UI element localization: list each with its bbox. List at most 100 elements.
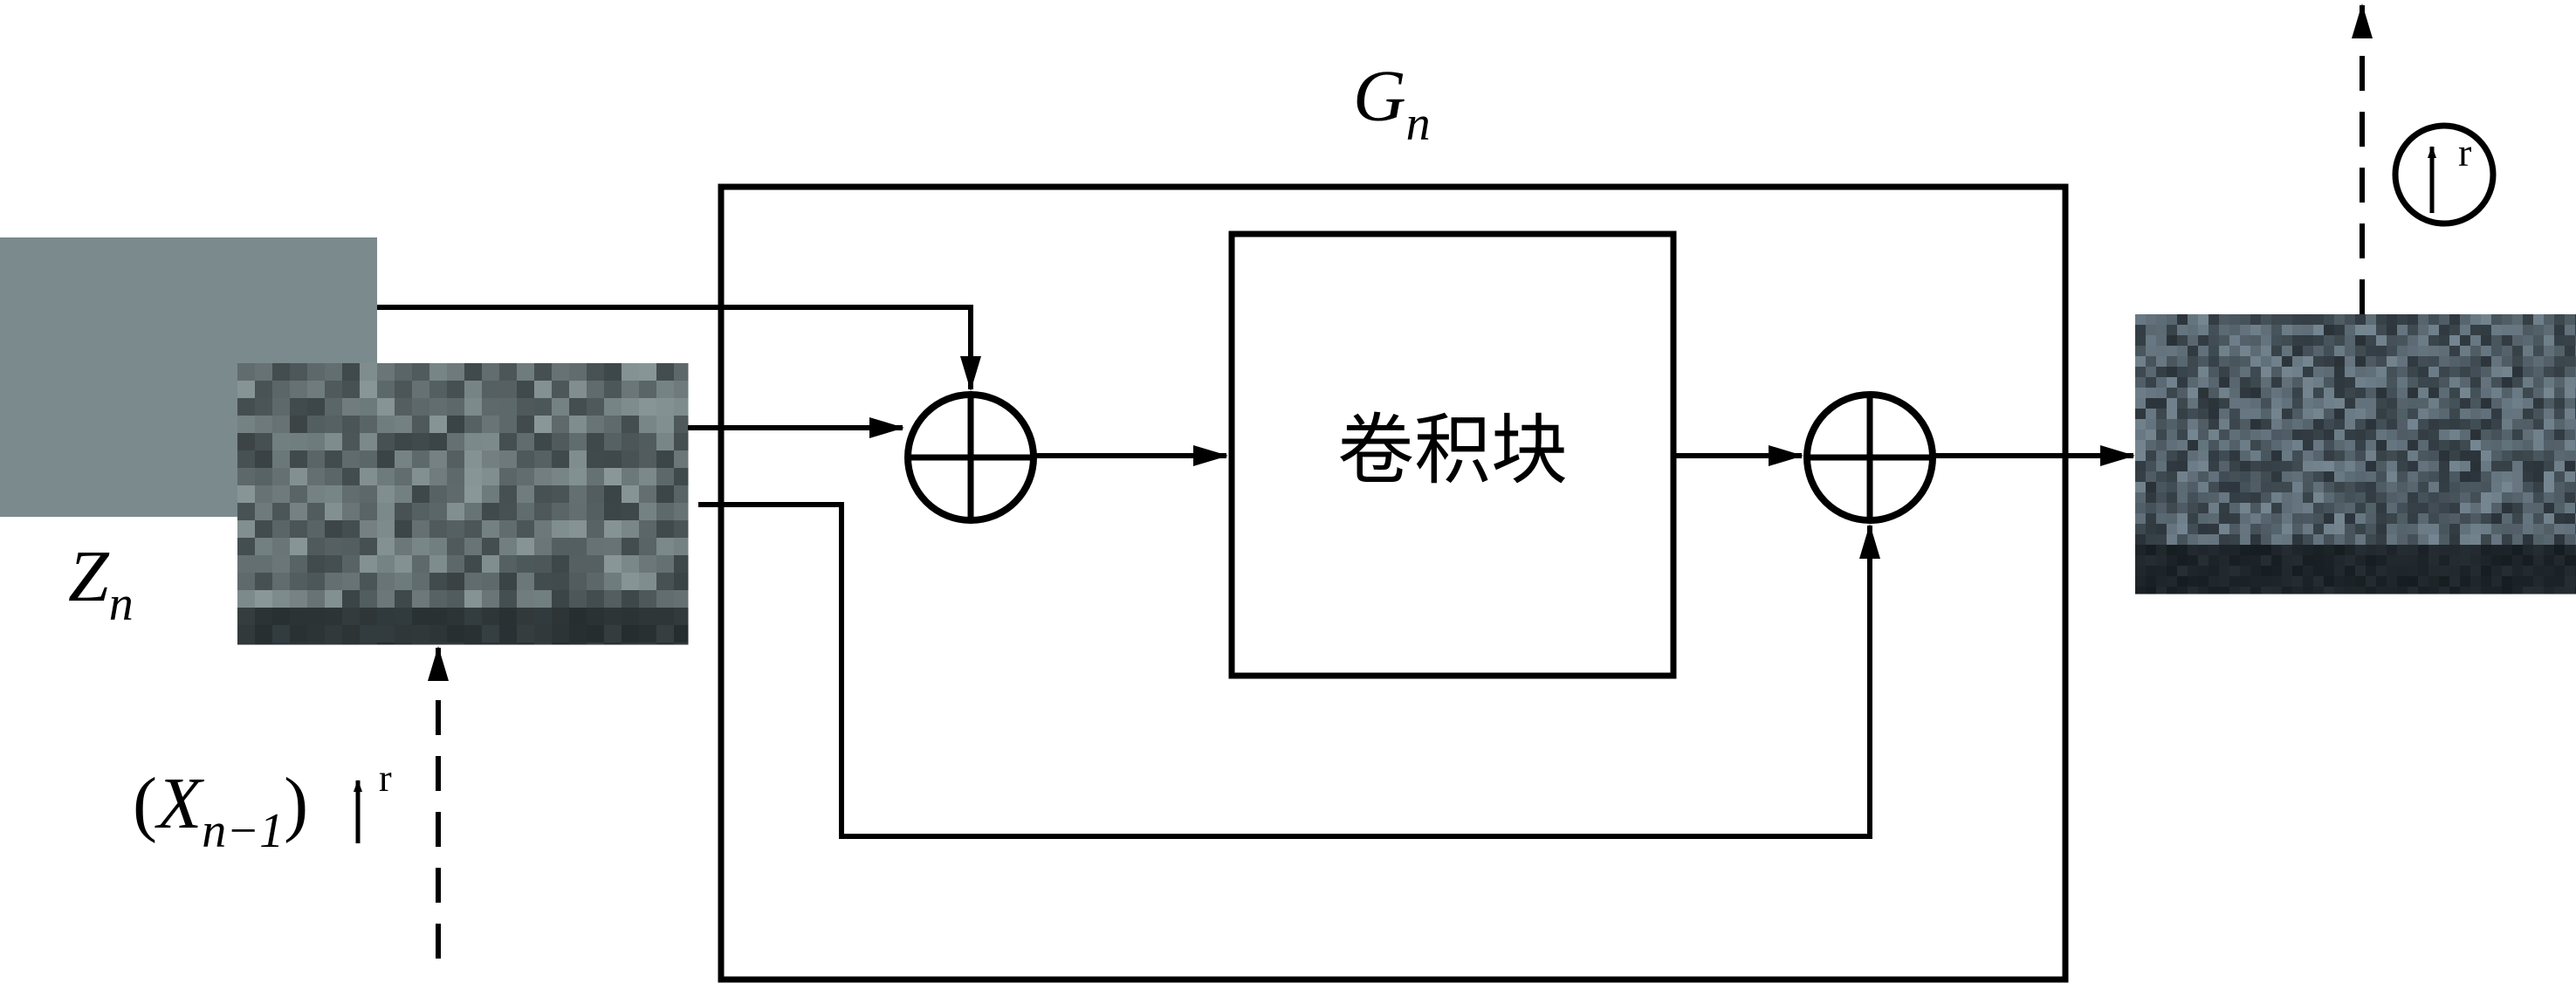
- texture-pixel: [2303, 377, 2314, 388]
- texture-pixel: [2345, 419, 2356, 430]
- texture-pixel: [2146, 492, 2157, 504]
- texture-pixel: [2324, 367, 2335, 378]
- texture-pixel: [2449, 461, 2461, 472]
- texture-pixel: [2397, 587, 2408, 595]
- texture-pixel: [2303, 440, 2314, 451]
- texture-pixel: [639, 450, 657, 469]
- texture-pixel: [2387, 398, 2398, 409]
- texture-pixel: [2408, 492, 2419, 504]
- texture-pixel: [377, 643, 395, 645]
- texture-pixel: [2198, 471, 2209, 483]
- texture-pixel: [2533, 450, 2545, 462]
- texture-pixel: [2292, 335, 2304, 347]
- texture-pixel: [2240, 524, 2251, 535]
- texture-pixel: [290, 520, 308, 539]
- texture-pixel: [2345, 555, 2356, 567]
- texture-pixel: [2408, 325, 2419, 336]
- texture-pixel: [534, 538, 553, 556]
- texture-pixel: [2554, 314, 2566, 326]
- texture-pixel: [2418, 367, 2429, 378]
- texture-pixel: [2313, 566, 2325, 577]
- texture-pixel: [2313, 503, 2325, 514]
- texture-pixel: [464, 608, 483, 626]
- texture-pixel: [2355, 325, 2366, 336]
- texture-pixel: [2250, 346, 2262, 357]
- texture-pixel: [2449, 482, 2461, 493]
- texture-pixel: [2428, 346, 2440, 357]
- texture-pixel: [2167, 409, 2178, 420]
- texture-pixel: [2387, 450, 2398, 462]
- texture-pixel: [2334, 450, 2346, 462]
- texture-pixel: [2439, 545, 2450, 556]
- texture-pixel: [2292, 471, 2304, 483]
- texture-pixel: [482, 573, 500, 591]
- texture-pixel: [2240, 356, 2251, 368]
- texture-pixel: [2387, 335, 2398, 347]
- texture-pixel: [2261, 524, 2272, 535]
- texture-pixel: [2146, 430, 2157, 441]
- texture-pixel: [360, 433, 378, 451]
- texture-pixel: [2313, 367, 2325, 378]
- texture-pixel: [2512, 314, 2524, 326]
- texture-pixel: [2502, 377, 2513, 388]
- texture-pixel: [2261, 555, 2272, 567]
- texture-pixel: [2397, 430, 2408, 441]
- texture-pixel: [604, 503, 622, 521]
- texture-pixel: [2554, 440, 2566, 451]
- texture-pixel: [2345, 450, 2356, 462]
- texture-pixel: [2439, 566, 2450, 577]
- texture-pixel: [464, 416, 483, 434]
- texture-pixel: [2229, 555, 2241, 567]
- texture-pixel: [2229, 335, 2241, 347]
- texture-pixel: [2554, 503, 2566, 514]
- texture-pixel: [2229, 503, 2241, 514]
- texture-pixel: [656, 416, 675, 434]
- texture-pixel: [604, 643, 622, 645]
- texture-pixel: [2188, 377, 2199, 388]
- texture-pixel: [2261, 335, 2272, 347]
- texture-pixel: [2428, 388, 2440, 399]
- texture-pixel: [429, 625, 448, 643]
- texture-pixel: [464, 625, 483, 643]
- texture-pixel: [2554, 388, 2566, 399]
- texture-pixel: [2439, 482, 2450, 493]
- texture-pixel: [2208, 388, 2220, 399]
- output-image: [2135, 314, 2576, 595]
- texture-pixel: [2491, 461, 2503, 472]
- texture-pixel: [674, 573, 689, 591]
- arrow-skip-connection: [698, 502, 1880, 839]
- texture-pixel: [2533, 534, 2545, 546]
- texture-pixel: [639, 538, 657, 556]
- texture-pixel: [2282, 482, 2293, 493]
- texture-pixel: [2146, 314, 2157, 326]
- texture-pixel: [2418, 524, 2429, 535]
- texture-pixel: [2261, 587, 2272, 595]
- texture-pixel: [534, 625, 553, 643]
- texture-pixel: [2408, 367, 2419, 378]
- texture-pixel: [290, 433, 308, 451]
- texture-pixel: [395, 416, 413, 434]
- texture-pixel: [2544, 524, 2555, 535]
- texture-pixel: [2397, 513, 2408, 525]
- texture-pixel: [342, 538, 361, 556]
- texture-pixel: [2334, 346, 2346, 357]
- texture-pixel: [2261, 398, 2272, 409]
- texture-pixel: [2282, 388, 2293, 399]
- texture-pixel: [499, 433, 518, 451]
- texture-pixel: [552, 503, 570, 521]
- texture-pixel: [237, 608, 256, 626]
- texture-pixel: [2229, 566, 2241, 577]
- texture-pixel: [2544, 377, 2555, 388]
- texture-pixel: [464, 503, 483, 521]
- texture-pixel: [2355, 367, 2366, 378]
- texture-pixel: [482, 416, 500, 434]
- texture-pixel: [2565, 555, 2576, 567]
- texture-pixel: [482, 538, 500, 556]
- texture-pixel: [2156, 471, 2167, 483]
- texture-pixel: [2366, 398, 2377, 409]
- texture-pixel: [272, 503, 291, 521]
- texture-pixel: [2565, 440, 2576, 451]
- texture-pixel: [237, 433, 256, 451]
- texture-pixel: [2135, 325, 2147, 336]
- texture-pixel: [2387, 482, 2398, 493]
